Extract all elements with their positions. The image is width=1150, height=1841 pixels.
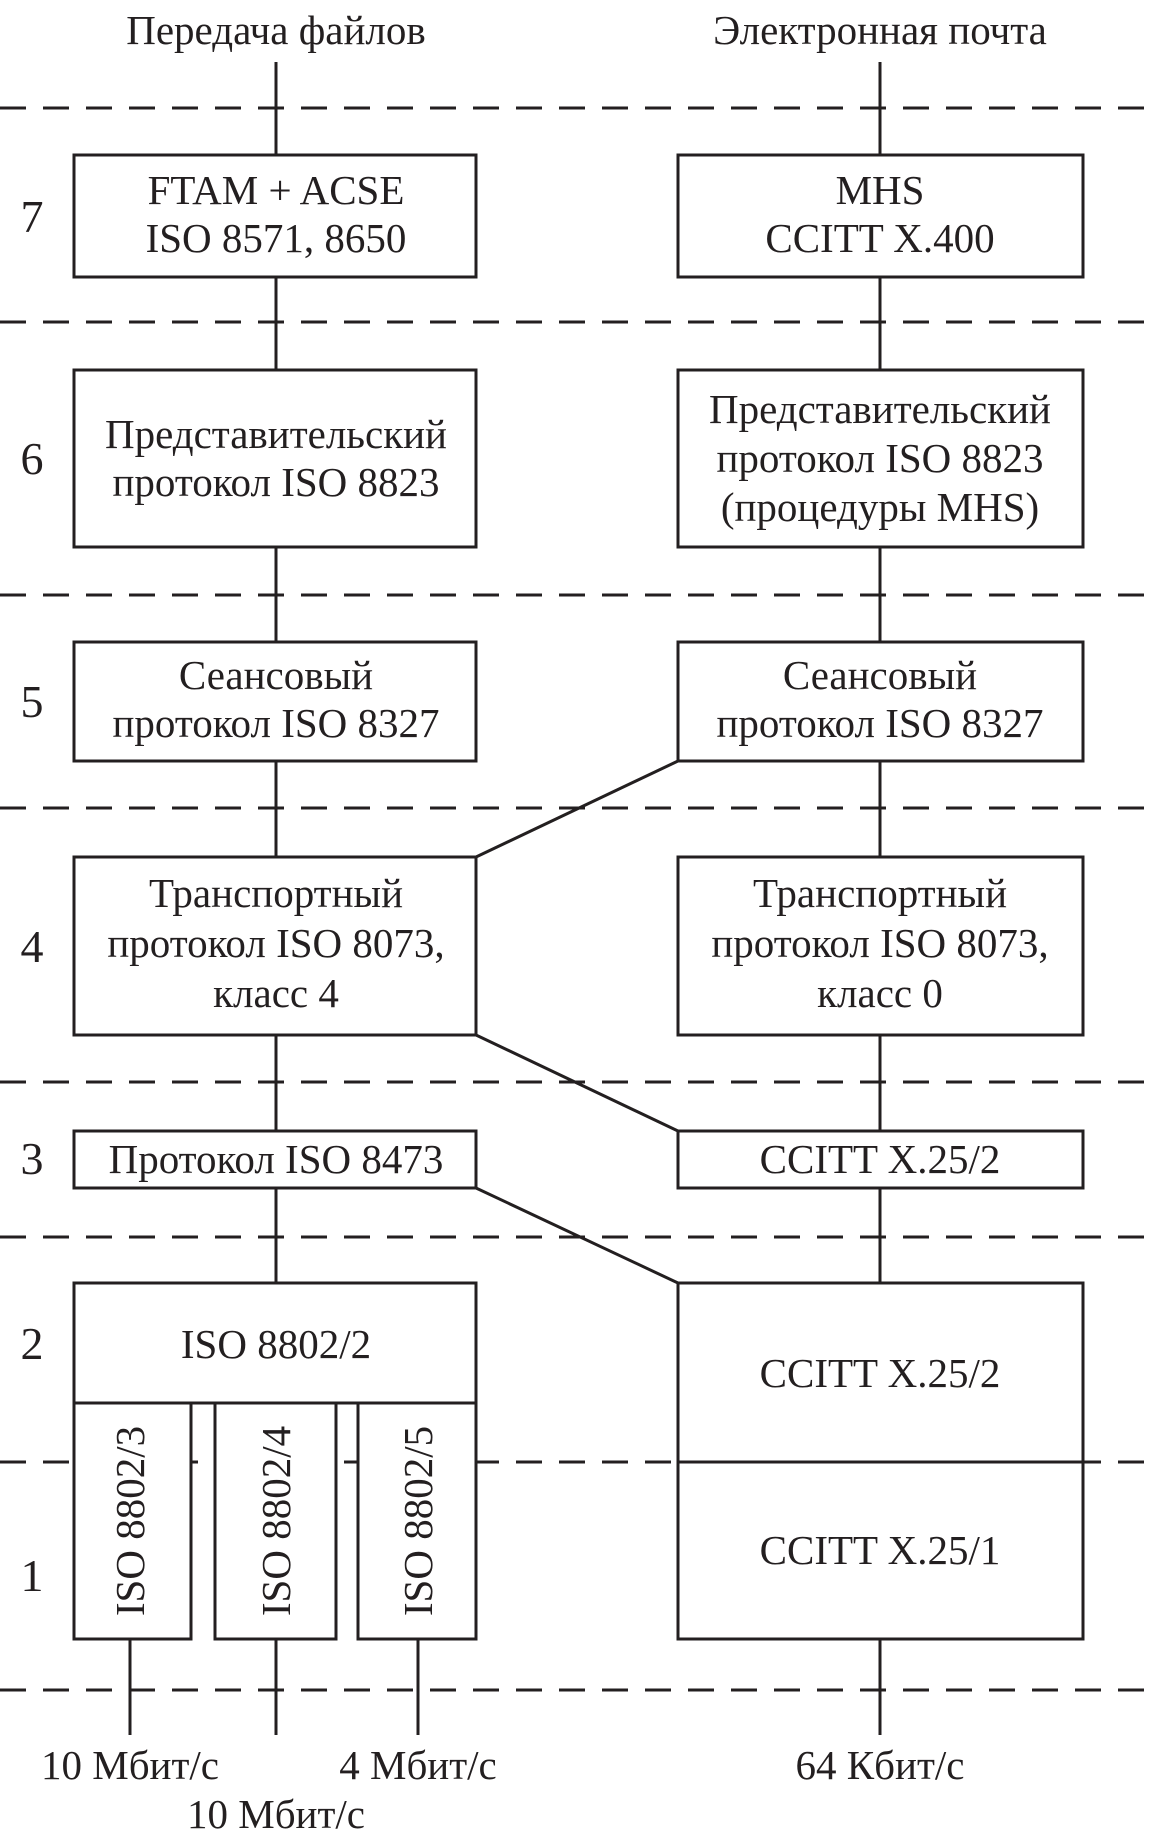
right-layer3-box: CCITT X.25/2 — [676, 1129, 1085, 1190]
left-layer6-line1: Представительский — [105, 411, 447, 457]
right-layer4-line3: класс 0 — [817, 970, 943, 1016]
left-layer1-label-b: ISO 8802/4 — [253, 1426, 299, 1616]
speed-label-left-b: 10 Мбит/с — [187, 1791, 365, 1837]
layer-boundaries — [0, 106, 1150, 1692]
right-layer4-line2: протокол ISO 8073, — [711, 920, 1048, 966]
left-layer2-box: ISO 8802/2 — [72, 1281, 478, 1405]
speed-label-right: 64 Кбит/с — [796, 1742, 965, 1788]
right-column-header: Электронная почта — [713, 7, 1047, 53]
left-layer4-line2: протокол ISO 8073, — [107, 920, 444, 966]
left-column-header: Передача файлов — [126, 7, 425, 53]
right-layer4-line1: Транспортный — [753, 870, 1007, 916]
right-layer7-box: MHS CCITT X.400 — [676, 153, 1085, 279]
left-layer4-line1: Транспортный — [149, 870, 403, 916]
layer-number-2: 2 — [21, 1318, 44, 1369]
right-layer3-label: CCITT X.25/2 — [760, 1136, 1001, 1182]
layer-number-1: 1 — [21, 1550, 44, 1601]
layer-number-6: 6 — [21, 433, 44, 484]
left-layer1-boxes: ISO 8802/3 ISO 8802/4 ISO 8802/5 — [72, 1401, 478, 1641]
right-layer4-box: Транспортный протокол ISO 8073, класс 0 — [676, 855, 1085, 1037]
left-layer1-label-a: ISO 8802/3 — [107, 1426, 153, 1616]
left-layer2-label: ISO 8802/2 — [181, 1321, 371, 1367]
left-layer1-label-c: ISO 8802/5 — [395, 1426, 441, 1616]
left-layer6-line2: протокол ISO 8823 — [112, 459, 439, 505]
layer-number-7: 7 — [21, 191, 44, 242]
left-layer3-label: Протокол ISO 8473 — [109, 1136, 444, 1182]
layer-number-5: 5 — [21, 676, 44, 727]
right-layer5-line2: протокол ISO 8327 — [716, 700, 1043, 746]
layer-numbers: 7 6 5 4 3 2 1 — [21, 191, 44, 1601]
right-layer1-box: CCITT X.25/1 — [676, 1460, 1085, 1641]
left-layer4-line3: класс 4 — [213, 970, 339, 1016]
right-layer5-box: Сеансовый протокол ISO 8327 — [676, 640, 1085, 763]
speed-label-left-a: 10 Мбит/с — [41, 1742, 219, 1788]
right-layer2-box: CCITT X.25/2 — [676, 1281, 1085, 1464]
right-layer5-line1: Сеансовый — [783, 652, 977, 698]
right-layer6-line3: (процедуры MHS) — [721, 484, 1039, 530]
left-layer7-line1: FTAM + ACSE — [148, 167, 405, 213]
left-layer5-line2: протокол ISO 8327 — [112, 700, 439, 746]
left-layer6-box: Представительский протокол ISO 8823 — [72, 368, 478, 549]
right-layer6-box: Представительский протокол ISO 8823 (про… — [676, 368, 1085, 549]
left-layer4-box: Транспортный протокол ISO 8073, класс 4 — [72, 855, 478, 1037]
cross-links — [475, 759, 679, 1285]
right-layer6-line2: протокол ISO 8823 — [716, 435, 1043, 481]
right-layer7-line2: CCITT X.400 — [765, 215, 994, 261]
speed-labels: 10 Мбит/с 10 Мбит/с 4 Мбит/с 64 Кбит/с — [41, 1742, 964, 1837]
right-layer1-label: CCITT X.25/1 — [760, 1527, 1001, 1573]
right-layer7-line1: MHS — [836, 167, 925, 213]
left-layer5-line1: Сеансовый — [179, 652, 373, 698]
left-layer3-box: Протокол ISO 8473 — [72, 1129, 478, 1190]
left-layer7-line2: ISO 8571, 8650 — [146, 215, 407, 261]
right-layer6-line1: Представительский — [709, 386, 1051, 432]
left-layer5-box: Сеансовый протокол ISO 8327 — [72, 640, 478, 763]
left-layer7-box: FTAM + ACSE ISO 8571, 8650 — [72, 153, 478, 279]
right-layer2-label: CCITT X.25/2 — [760, 1350, 1001, 1396]
layer-number-4: 4 — [21, 921, 44, 972]
layer-number-3: 3 — [21, 1133, 44, 1184]
speed-label-left-c: 4 Мбит/с — [339, 1742, 497, 1788]
